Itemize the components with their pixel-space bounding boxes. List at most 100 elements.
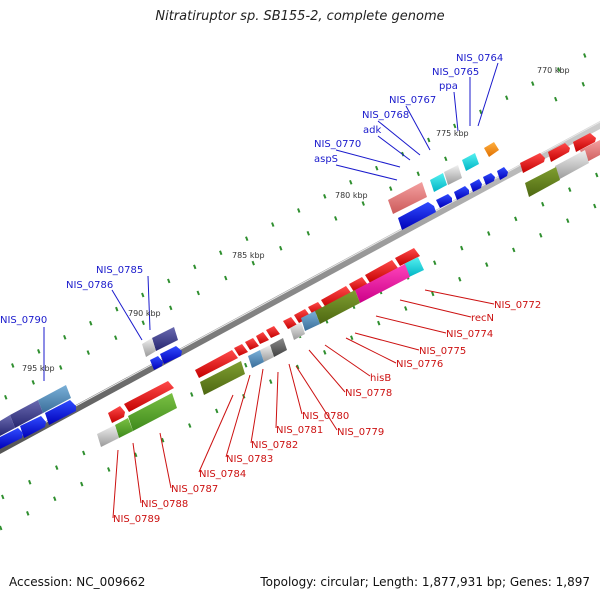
- tick-mark: [416, 171, 420, 177]
- gene-features: [0, 133, 600, 449]
- gene-arrow-blue[interactable]: [160, 346, 182, 364]
- gene-block-steel[interactable]: [301, 311, 320, 331]
- gene-label[interactable]: NIS_0789: [113, 514, 160, 525]
- gene-label[interactable]: aspS: [314, 154, 338, 165]
- gene-arrow-blue[interactable]: [150, 356, 163, 370]
- gene-arrow-red[interactable]: [294, 309, 311, 323]
- tick-mark: [389, 186, 393, 191]
- tick-mark: [595, 172, 599, 178]
- gene-block-salmon[interactable]: [388, 182, 427, 214]
- gene-label[interactable]: NIS_0785: [96, 265, 143, 276]
- leader-line: [377, 120, 421, 156]
- gene-arrow-red[interactable]: [520, 153, 545, 173]
- tick-mark: [323, 194, 327, 199]
- kbp-label: 785 kbp: [232, 251, 265, 260]
- gene-label[interactable]: adk: [363, 125, 381, 136]
- topology-text: Topology: circular; Length: 1,877,931 bp…: [260, 575, 590, 589]
- gene-label[interactable]: NIS_0776: [396, 359, 443, 370]
- gene-arrow-red[interactable]: [245, 338, 259, 350]
- gene-label[interactable]: NIS_0775: [419, 346, 466, 357]
- gene-arrow-red[interactable]: [195, 350, 238, 378]
- gene-label[interactable]: NIS_0787: [171, 484, 218, 495]
- gene-label[interactable]: NIS_0781: [276, 425, 323, 436]
- gene-label[interactable]: NIS_0780: [302, 411, 349, 422]
- tick-mark: [514, 216, 518, 222]
- gene-label[interactable]: NIS_0767: [389, 95, 436, 106]
- gene-block-navy[interactable]: [10, 400, 43, 428]
- gene-block-grey[interactable]: [555, 150, 589, 180]
- tick-mark: [251, 260, 255, 266]
- tick-mark: [306, 230, 310, 236]
- gene-label[interactable]: NIS_0779: [337, 427, 384, 438]
- tick-mark: [539, 232, 543, 238]
- gene-arrow-blue[interactable]: [497, 167, 508, 180]
- gene-arrow-blue[interactable]: [436, 194, 452, 208]
- gene-block-green[interactable]: [128, 393, 177, 431]
- gene-block-grey[interactable]: [142, 338, 156, 357]
- gene-label[interactable]: recN: [471, 313, 494, 324]
- gene-block-olive[interactable]: [525, 167, 560, 197]
- gene-label[interactable]: NIS_0768: [362, 110, 409, 121]
- tick-mark: [568, 187, 572, 192]
- gene-label[interactable]: NIS_0765: [432, 67, 479, 78]
- gene-block-navy[interactable]: [152, 327, 178, 351]
- gene-label[interactable]: NIS_0788: [141, 499, 188, 510]
- gene-block-orange[interactable]: [484, 142, 499, 157]
- gene-block-grey[interactable]: [444, 165, 462, 185]
- gene-arrow-blue[interactable]: [454, 186, 469, 200]
- gene-arrow-blue[interactable]: [470, 179, 482, 192]
- gene-arrow-blue[interactable]: [483, 173, 495, 185]
- gene-label[interactable]: NIS_0784: [199, 469, 246, 480]
- gene-block-grey[interactable]: [290, 322, 305, 340]
- gene-block-cyan[interactable]: [404, 257, 424, 277]
- gene-arrow-blue[interactable]: [20, 416, 46, 438]
- gene-arrow-red[interactable]: [256, 332, 269, 344]
- gene-block-dark[interactable]: [270, 338, 287, 357]
- gene-arrow-red[interactable]: [266, 326, 280, 338]
- gene-arrow-red[interactable]: [573, 133, 596, 152]
- gene-arrow-blue[interactable]: [0, 428, 23, 449]
- gene-label[interactable]: ppa: [439, 81, 458, 92]
- gene-label[interactable]: NIS_0772: [494, 300, 541, 311]
- leader-line: [405, 105, 431, 151]
- tick-mark: [11, 363, 15, 368]
- gene-arrow-blue[interactable]: [398, 202, 436, 230]
- gene-block-navy[interactable]: [0, 415, 15, 436]
- gene-arrow-red[interactable]: [234, 344, 248, 356]
- tick-mark: [583, 53, 587, 58]
- tick-mark: [169, 305, 173, 311]
- gene-block-grey[interactable]: [260, 345, 274, 362]
- gene-arrow-red[interactable]: [365, 260, 398, 283]
- gene-arrow-red[interactable]: [108, 406, 125, 423]
- gene-block-steel[interactable]: [248, 350, 264, 368]
- gene-block-steel[interactable]: [38, 385, 71, 413]
- gene-label[interactable]: NIS_0764: [456, 53, 503, 64]
- gene-label[interactable]: NIS_0783: [226, 454, 273, 465]
- gene-label[interactable]: NIS_0778: [345, 388, 392, 399]
- gene-block-grey[interactable]: [97, 425, 119, 447]
- gene-label[interactable]: NIS_0790: [0, 315, 47, 326]
- gene-label[interactable]: hisB: [370, 373, 391, 384]
- gene-arrow-red[interactable]: [349, 277, 368, 292]
- gene-block-olive[interactable]: [315, 290, 360, 324]
- gene-arrow-red[interactable]: [321, 286, 352, 308]
- tick-mark: [0, 525, 3, 531]
- leader-line: [399, 299, 472, 318]
- tick-mark: [37, 349, 41, 354]
- gene-label[interactable]: NIS_0770: [314, 139, 361, 150]
- tick-mark: [377, 320, 381, 326]
- gene-block-cyan[interactable]: [462, 153, 479, 171]
- gene-arrow-blue[interactable]: [45, 400, 76, 425]
- gene-arrow-red[interactable]: [395, 248, 420, 266]
- gene-arrow-red[interactable]: [283, 317, 297, 329]
- gene-arrow-red[interactable]: [548, 143, 570, 162]
- gene-block-pink[interactable]: [355, 264, 410, 303]
- gene-label[interactable]: NIS_0774: [446, 329, 493, 340]
- gene-arrow-red[interactable]: [124, 381, 174, 412]
- gene-block-green[interactable]: [115, 418, 133, 438]
- gene-label[interactable]: NIS_0782: [251, 440, 298, 451]
- gene-label[interactable]: NIS_0786: [66, 280, 113, 291]
- tick-mark: [350, 335, 354, 341]
- gene-block-olive[interactable]: [200, 361, 245, 395]
- gene-block-cyan[interactable]: [430, 173, 447, 192]
